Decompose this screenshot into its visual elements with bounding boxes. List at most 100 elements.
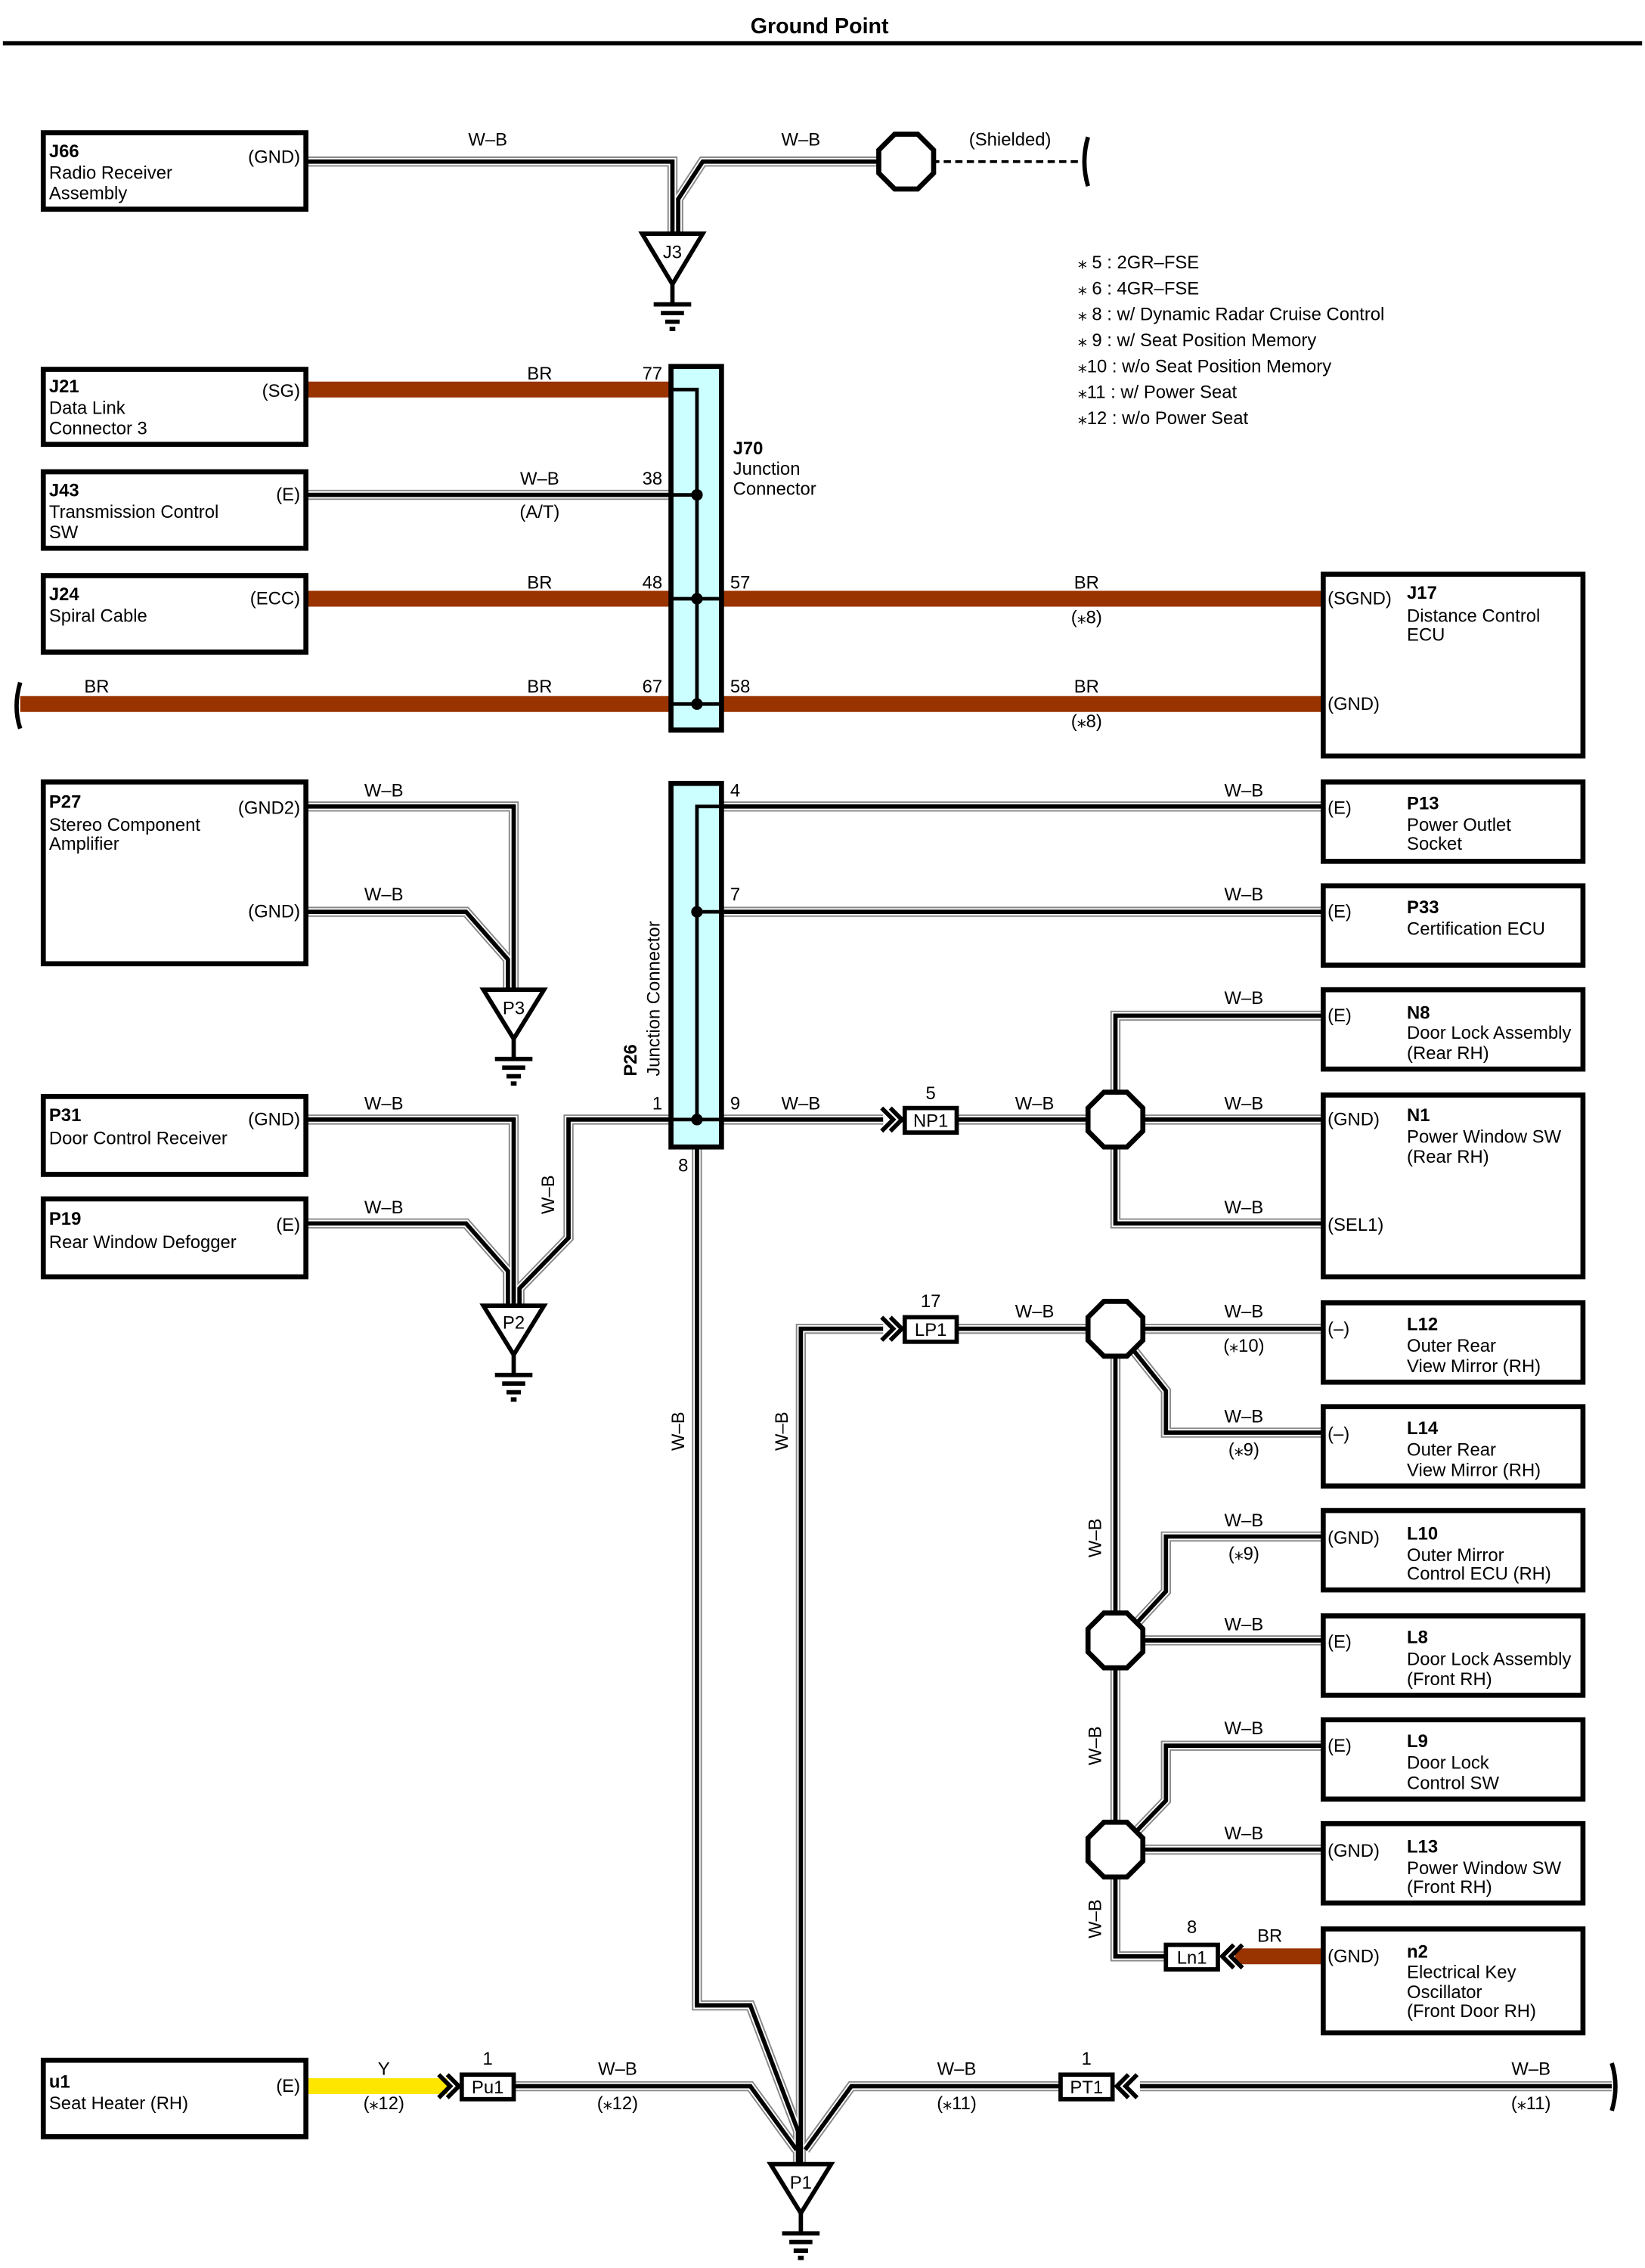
component-n2[interactable]: (GND) n2 Electrical Key Oscillator (Fron…	[1321, 1926, 1586, 2036]
component-n1[interactable]: (GND) (SEL1) N1 Power Window SW (Rear RH…	[1321, 1092, 1586, 1280]
wire-p26-8-p1[interactable]	[695, 1147, 801, 2164]
component-name: Connector 3	[49, 418, 147, 438]
component-name: Control ECU (RH)	[1407, 1564, 1551, 1585]
component-j21[interactable]: J21 Data Link Connector 3 (SG)	[40, 367, 308, 448]
pin-label: (E)	[276, 1215, 300, 1235]
wire-p31-p2	[305, 1116, 518, 1306]
component-name: Rear Window Defogger	[49, 1232, 237, 1253]
component-code: J66	[49, 141, 79, 162]
component-p19[interactable]: P19 Rear Window Defogger (E)	[40, 1196, 308, 1280]
component-j43[interactable]: J43 Transmission Control SW (E)	[40, 469, 308, 551]
component-l12[interactable]: (–) L12 Outer Rear View Mirror (RH)	[1321, 1300, 1586, 1385]
pin-label: (GND2)	[238, 798, 300, 818]
component-name: (Front RH)	[1407, 1669, 1492, 1690]
pin-label: (E)	[1327, 1736, 1352, 1756]
component-l14[interactable]: (–) L14 Outer Rear View Mirror (RH)	[1321, 1404, 1586, 1489]
ground-point-p2[interactable]: P2	[479, 1303, 548, 1399]
wire-note-label: (Shielded)	[969, 130, 1052, 150]
wire-lp1-p1	[795, 1323, 884, 2164]
wire-p27-gnd2[interactable]	[305, 804, 516, 990]
page-title: Ground Point	[751, 14, 889, 39]
connector-pu1[interactable]: Pu1 1	[437, 2049, 516, 2102]
junction-p26[interactable]: P26 Junction Connector 4 7 1 9 8	[621, 780, 740, 1176]
wire-splice-n8	[1110, 1010, 1324, 1094]
wire-shield-j3[interactable]	[676, 159, 881, 234]
wire-j66-j3[interactable]	[305, 159, 675, 234]
pin-number: 77	[643, 364, 663, 384]
wire-color-label: W–B	[782, 1094, 821, 1114]
continuation-brace-pt1	[1609, 2062, 1618, 2112]
splice-l-top-icon[interactable]	[1085, 1299, 1146, 1359]
splice-l-bot-icon[interactable]	[1085, 1819, 1146, 1880]
wire-p26-1-p2[interactable]	[517, 1117, 671, 1306]
wire-p31-p2[interactable]	[305, 1117, 516, 1306]
connector-pin: 17	[921, 1291, 941, 1312]
splice-n-icon[interactable]	[1085, 1089, 1146, 1150]
component-name: Door Lock	[1407, 1753, 1489, 1774]
wire-splice-l9[interactable]	[1129, 1743, 1324, 1839]
wire-splice-l14[interactable]	[1129, 1346, 1324, 1435]
wire-pt1-p1[interactable]	[803, 2084, 1061, 2152]
component-p13[interactable]: (E) P13 Power Outlet Socket	[1321, 779, 1586, 864]
ground-icon	[495, 1355, 533, 1399]
connector-ln1[interactable]: Ln1 8	[1163, 1917, 1244, 1972]
wire-splice-n1sel[interactable]	[1113, 1145, 1324, 1226]
wire-color-label: W–B	[1511, 2059, 1551, 2079]
component-l13[interactable]: (GND) L13 Power Window SW (Front RH)	[1321, 1820, 1586, 1906]
splice-shield-icon[interactable]	[876, 132, 937, 192]
connector-np1[interactable]: NP1 5	[880, 1083, 959, 1135]
connector-pt1[interactable]: PT1 1	[1058, 2049, 1139, 2102]
wire-shield-j3	[674, 157, 881, 234]
ground-label: P2	[503, 1313, 525, 1334]
wire-pu1-p1[interactable]	[513, 2084, 798, 2152]
component-code: J43	[49, 480, 79, 500]
ground-point-p1[interactable]: P1	[767, 2161, 835, 2258]
component-code: L9	[1407, 1731, 1428, 1752]
connector-pin: 1	[1082, 2049, 1092, 2069]
component-p33[interactable]: (E) P33 Certification ECU	[1321, 883, 1586, 968]
connector-code: NP1	[913, 1111, 948, 1131]
wire-shield-j3	[673, 156, 881, 234]
pin-label: (E)	[276, 485, 300, 505]
wire-lp1-p1[interactable]	[798, 1326, 884, 2164]
ground-icon	[782, 2213, 820, 2257]
junction-j70[interactable]: J70 Junction Connector 77 38 48 57 67 58	[643, 364, 816, 733]
component-name: Certification ECU	[1407, 919, 1545, 940]
component-p31[interactable]: P31 Door Control Receiver (GND)	[40, 1094, 308, 1177]
component-code: J17	[1407, 583, 1437, 603]
connector-lp1[interactable]: LP1 17	[880, 1291, 959, 1344]
wire-color-label: W–B	[1225, 1718, 1264, 1739]
component-name: ECU	[1407, 624, 1445, 645]
component-code: P13	[1407, 794, 1439, 814]
ground-label: P3	[503, 999, 525, 1019]
component-u1[interactable]: u1 Seat Heater (RH) (E)	[40, 2057, 308, 2139]
splice-l-mid-icon[interactable]	[1085, 1610, 1146, 1671]
wire-note-label: (⁎8)	[1071, 607, 1102, 627]
component-p27[interactable]: P27 Stereo Component Amplifier (GND2) (G…	[40, 779, 308, 967]
component-l10[interactable]: (GND) L10 Outer Mirror Control ECU (RH)	[1321, 1507, 1586, 1593]
wire-p19-p2[interactable]	[305, 1221, 510, 1306]
wire-p27-gnd[interactable]	[305, 909, 510, 990]
component-j17[interactable]: (SGND) (GND) J17 Distance Control ECU	[1321, 572, 1586, 759]
wire-color-label: BR	[1074, 677, 1099, 697]
component-j24[interactable]: J24 Spiral Cable (ECC)	[40, 573, 308, 655]
wire-splice-n8[interactable]	[1113, 1013, 1324, 1094]
connector-pin: 8	[1187, 1917, 1197, 1938]
wire-color-label: W–B	[364, 780, 404, 801]
wire-color-label: W–B	[364, 885, 404, 905]
wire-color-label: W–B	[1225, 1198, 1264, 1218]
wire-note-label: (⁎11)	[937, 2093, 977, 2114]
ground-point-j3[interactable]: J3	[638, 231, 707, 329]
wire-color-label: W–B	[1225, 1301, 1264, 1321]
wire-splice-trunk[interactable]	[1113, 1354, 1166, 1959]
component-l8[interactable]: (E) L8 Door Lock Assembly (Front RH)	[1321, 1613, 1586, 1698]
ground-point-p3[interactable]: P3	[479, 987, 548, 1083]
component-code: J21	[49, 376, 79, 397]
component-n8[interactable]: (E) N8 Door Lock Assembly (Rear RH)	[1321, 987, 1586, 1072]
component-l9[interactable]: (E) L9 Door Lock Control SW	[1321, 1717, 1586, 1802]
wire-splice-l10[interactable]	[1129, 1534, 1324, 1631]
continuation-brace-br	[14, 681, 23, 730]
component-j66[interactable]: J66 Radio Receiver Assembly (GND)	[40, 130, 308, 212]
wire-color-label: BR	[527, 677, 552, 697]
junction-name: Connector	[733, 479, 816, 500]
